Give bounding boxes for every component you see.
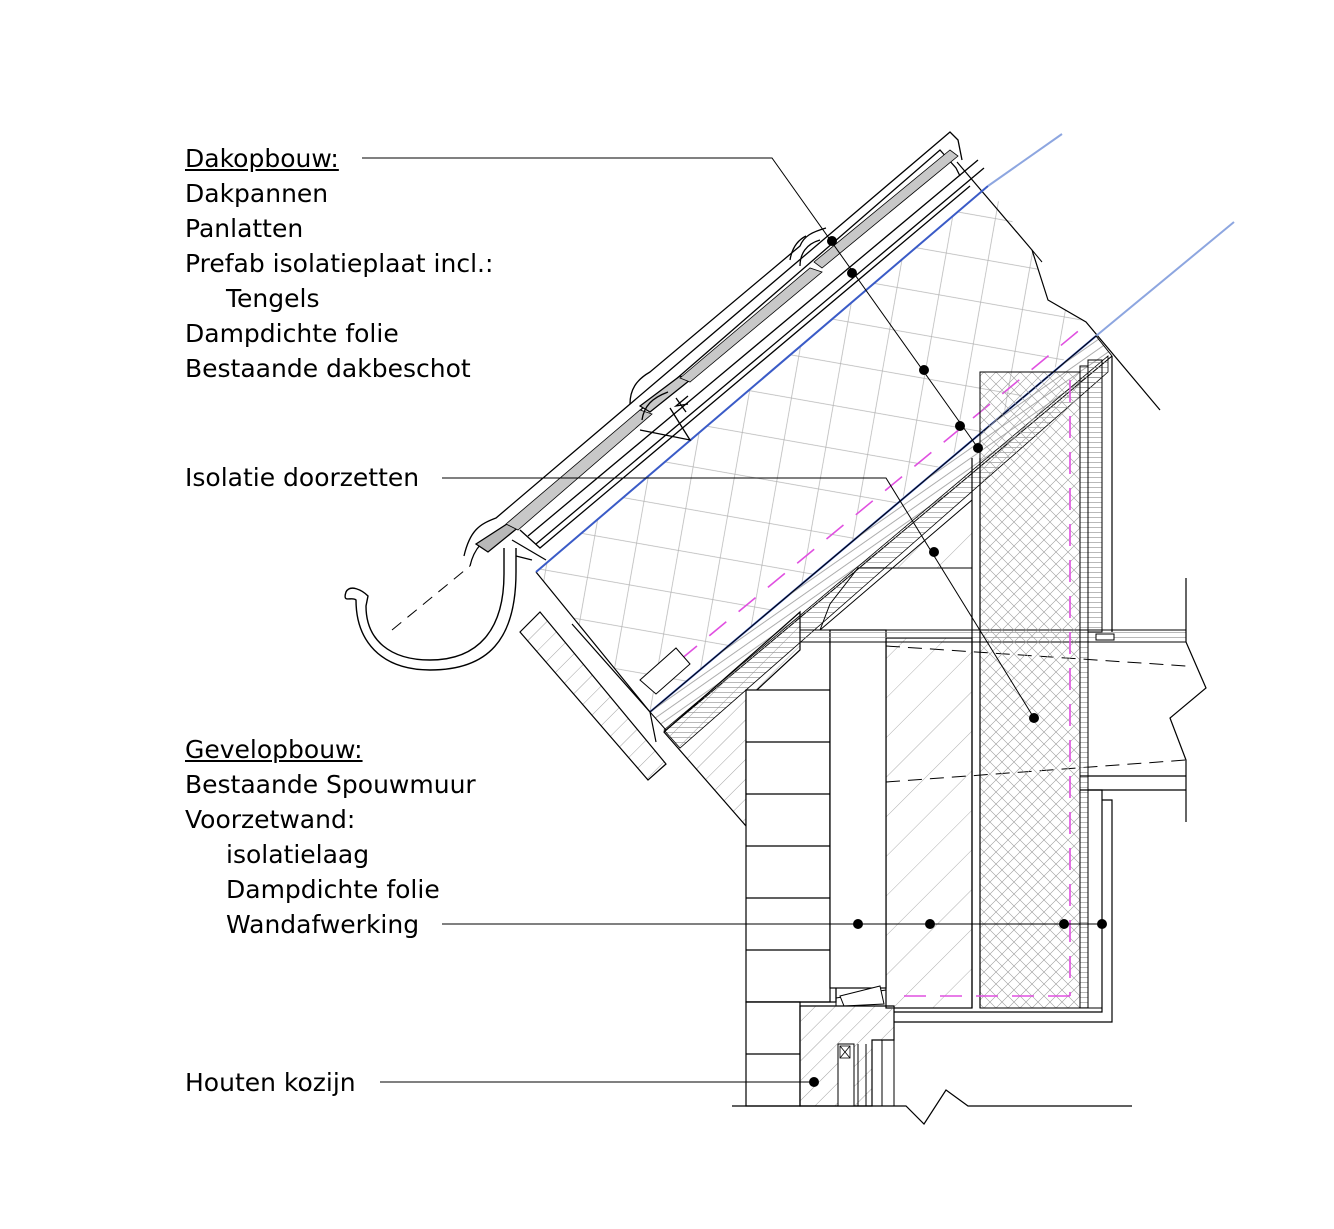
roof-item-counter-battens: Tengels [226,284,320,313]
roof-item-boarding: Bestaande dakbeschot [185,354,471,383]
fascia-board [519,611,667,781]
inner-leaf [829,629,973,1009]
leader-roof [362,157,979,449]
break-line [732,1089,1132,1125]
roof-header: Dakopbouw: [185,144,339,173]
gutter-hidden-line [391,565,471,631]
roof-label-group: Dakopbouw: Dakpannen Panlatten Prefab is… [185,141,493,386]
leader-insulation [442,477,1035,719]
wall-item-finish: Wandafwerking [226,910,420,939]
wall-item-cavity-wall: Bestaande Spouwmuur [185,770,476,799]
wall-item-lining: Voorzetwand: [185,805,356,834]
roof-item-vapor-foil: Dampdichte folie [185,319,399,348]
roof-item-battens: Panlatten [185,214,304,243]
vapor-barrier-wall [894,380,1071,997]
frame-label: Houten kozijn [185,1068,356,1097]
eave-structure [639,498,973,828]
wall-item-vapor-foil: Dampdichte folie [226,875,440,904]
wall-label-group: Gevelopbouw: Bestaande Spouwmuur Voorzet… [185,732,476,942]
leader-dots [809,236,1107,1087]
gutter [344,548,533,671]
window-frame [799,1005,895,1107]
roof-item-prefab-plate: Prefab isolatieplaat incl.: [185,249,494,278]
wall-insulation [894,356,1113,1023]
insulation-label: Isolatie doorzetten [185,463,420,492]
roof-item-tiles: Dakpannen [185,179,329,208]
wall-header: Gevelopbouw: [185,735,363,764]
outer-brick-leaf [745,689,831,1107]
roof-insulation-plate [535,161,1161,713]
wall-item-insulation: isolatielaag [226,840,370,869]
roof-tiles [463,131,985,567]
